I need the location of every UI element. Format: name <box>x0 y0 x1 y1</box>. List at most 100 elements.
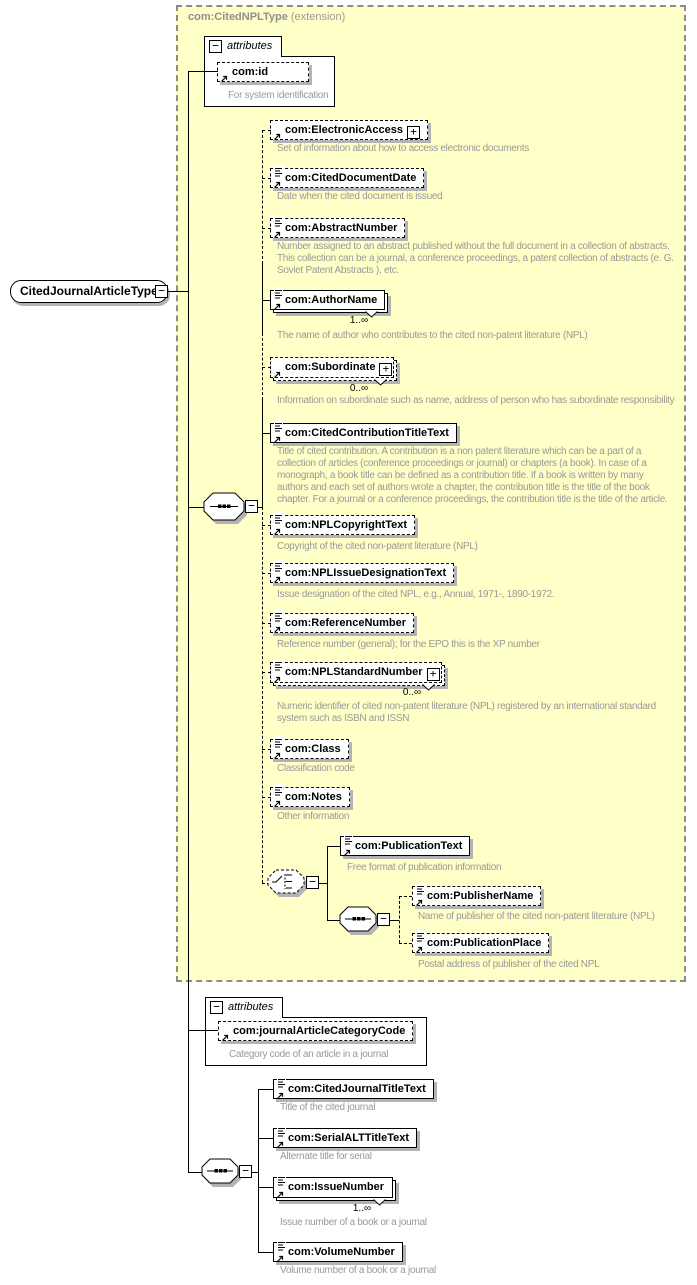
attribute-label: com:id <box>232 66 269 78</box>
text-content-icon <box>274 610 283 622</box>
element-annotation: Issue number of a book or a journal <box>280 1217 427 1228</box>
element-NPLStandardNumber[interactable]: com:NPLStandardNumber+ <box>270 659 442 691</box>
element-PublicationPlace[interactable]: com:PublicationPlace <box>412 930 550 953</box>
attribute-description: For system identification <box>228 90 329 101</box>
element-annotation: Free format of publication information <box>347 862 502 873</box>
element-annotation: Number assigned to an abstract published… <box>277 241 674 276</box>
connector <box>258 1252 273 1253</box>
text-content-icon <box>274 215 283 227</box>
connector <box>167 291 189 292</box>
element-PublicationText[interactable]: com:PublicationText <box>340 833 471 856</box>
reference-arrow-icon <box>343 845 352 856</box>
element-annotation: Other information <box>277 811 350 822</box>
text-content-icon <box>277 1076 286 1088</box>
reference-arrow-icon <box>415 895 424 906</box>
element-NPLCopyrightText[interactable]: com:NPLCopyrightText <box>270 512 416 535</box>
connector <box>262 507 263 883</box>
element-label: com:NPLCopyrightText <box>285 519 408 531</box>
reference-arrow-icon <box>273 572 282 583</box>
reference-arrow-icon <box>220 71 229 82</box>
text-content-icon <box>416 883 425 895</box>
connector <box>262 333 263 400</box>
connector <box>399 896 412 897</box>
connector <box>262 672 271 673</box>
root-collapse-toggle[interactable]: − <box>155 285 168 298</box>
sequence-collapse-toggle[interactable]: − <box>377 913 390 926</box>
attributes-tab-bottom: − attributes <box>205 997 283 1018</box>
collapse-toggle[interactable]: − <box>210 1001 223 1014</box>
repeat-notch-icon <box>422 680 435 691</box>
element-CitedJournalTitleText[interactable]: com:CitedJournalTitleText <box>273 1076 434 1099</box>
element-AbstractNumber[interactable]: com:AbstractNumber <box>270 215 406 238</box>
element-label: com:AbstractNumber <box>285 222 398 234</box>
root-type-label: CitedJournalArticleType <box>20 284 158 298</box>
connector <box>262 367 271 368</box>
repeat-notch-icon <box>365 307 378 318</box>
element-label: com:PublisherName <box>427 890 534 902</box>
choice-compositor-icon[interactable] <box>267 869 311 900</box>
element-label: com:ReferenceNumber <box>285 617 407 629</box>
element-label: com:ElectronicAccess <box>285 124 403 136</box>
text-content-icon <box>274 659 283 671</box>
element-Subordinate[interactable]: com:Subordinate+ <box>270 357 394 386</box>
element-annotation: Postal address of publisher of the cited… <box>418 959 600 970</box>
element-CitedDocumentDate[interactable]: com:CitedDocumentDate <box>270 165 425 188</box>
choice-collapse-toggle[interactable]: − <box>306 876 319 889</box>
element-ElectronicAccess[interactable]: com:ElectronicAccess + <box>270 120 428 140</box>
connector <box>258 1138 273 1139</box>
sequence-collapse-toggle[interactable]: − <box>245 500 258 513</box>
extension-suffix: (extension) <box>290 11 346 23</box>
collapse-toggle[interactable]: − <box>209 40 222 53</box>
reference-arrow-icon <box>273 432 282 443</box>
connector <box>327 846 341 847</box>
reference-arrow-icon <box>273 672 282 683</box>
connector <box>262 749 271 750</box>
element-PublisherName[interactable]: com:PublisherName <box>412 883 542 906</box>
element-label: com:NPLIssueDesignationText <box>285 567 447 579</box>
connector <box>262 433 271 434</box>
connector <box>188 1172 203 1173</box>
expand-toggle[interactable]: + <box>407 126 420 139</box>
text-content-icon <box>277 1125 286 1137</box>
text-content-icon <box>274 287 283 299</box>
sequence-collapse-toggle[interactable]: − <box>239 1165 252 1178</box>
reference-arrow-icon <box>273 796 282 807</box>
text-content-icon <box>274 512 283 524</box>
element-annotation: Title of the cited journal <box>280 1102 376 1113</box>
attribute-journalArticleCategoryCode[interactable]: com:journalArticleCategoryCode <box>218 1021 414 1041</box>
repeat-notch-icon <box>374 375 387 386</box>
connector <box>327 920 340 921</box>
connector <box>262 264 263 333</box>
element-AuthorName[interactable]: com:AuthorName <box>270 287 385 318</box>
element-label: com:IssueNumber <box>288 1181 384 1193</box>
sequence-compositor-icon[interactable] <box>339 906 384 938</box>
attribute-com-id[interactable]: com:id <box>217 62 309 82</box>
text-content-icon <box>277 1239 286 1251</box>
element-CitedContributionTitleText[interactable]: com:CitedContributionTitleText <box>270 420 457 443</box>
element-annotation: Issue designation of the cited NPL, e.g.… <box>277 589 555 600</box>
reference-arrow-icon <box>273 129 282 140</box>
element-IssueNumber[interactable]: com:IssueNumber <box>273 1174 393 1206</box>
sequence-compositor-icon[interactable] <box>201 1158 246 1190</box>
element-VolumeNumber[interactable]: com:VolumeNumber <box>273 1239 403 1262</box>
element-annotation: Volume number of a book or a journal <box>280 1265 436 1276</box>
element-label: com:NPLStandardNumber <box>285 666 423 678</box>
sequence-compositor-icon[interactable] <box>203 492 251 526</box>
expand-toggle[interactable]: + <box>379 363 393 376</box>
connector <box>262 797 271 798</box>
element-Notes[interactable]: com:Notes <box>270 784 350 807</box>
element-SerialALTTitleText[interactable]: com:SerialALTTitleText <box>273 1125 418 1148</box>
root-type-CitedJournalArticleType[interactable]: CitedJournalArticleType <box>10 280 168 303</box>
element-NPLIssueDesignationText[interactable]: com:NPLIssueDesignationText <box>270 560 455 583</box>
element-Class[interactable]: com:Class <box>270 736 349 759</box>
text-content-icon <box>274 784 283 796</box>
element-annotation: Information on subordinate such as name,… <box>277 395 675 406</box>
element-label: com:PublicationText <box>355 840 463 852</box>
expand-toggle[interactable]: + <box>426 668 440 681</box>
text-content-icon <box>274 165 283 177</box>
reference-arrow-icon <box>273 748 282 759</box>
connector <box>188 71 218 72</box>
connector <box>327 846 328 920</box>
element-ReferenceNumber[interactable]: com:ReferenceNumber <box>270 610 415 633</box>
